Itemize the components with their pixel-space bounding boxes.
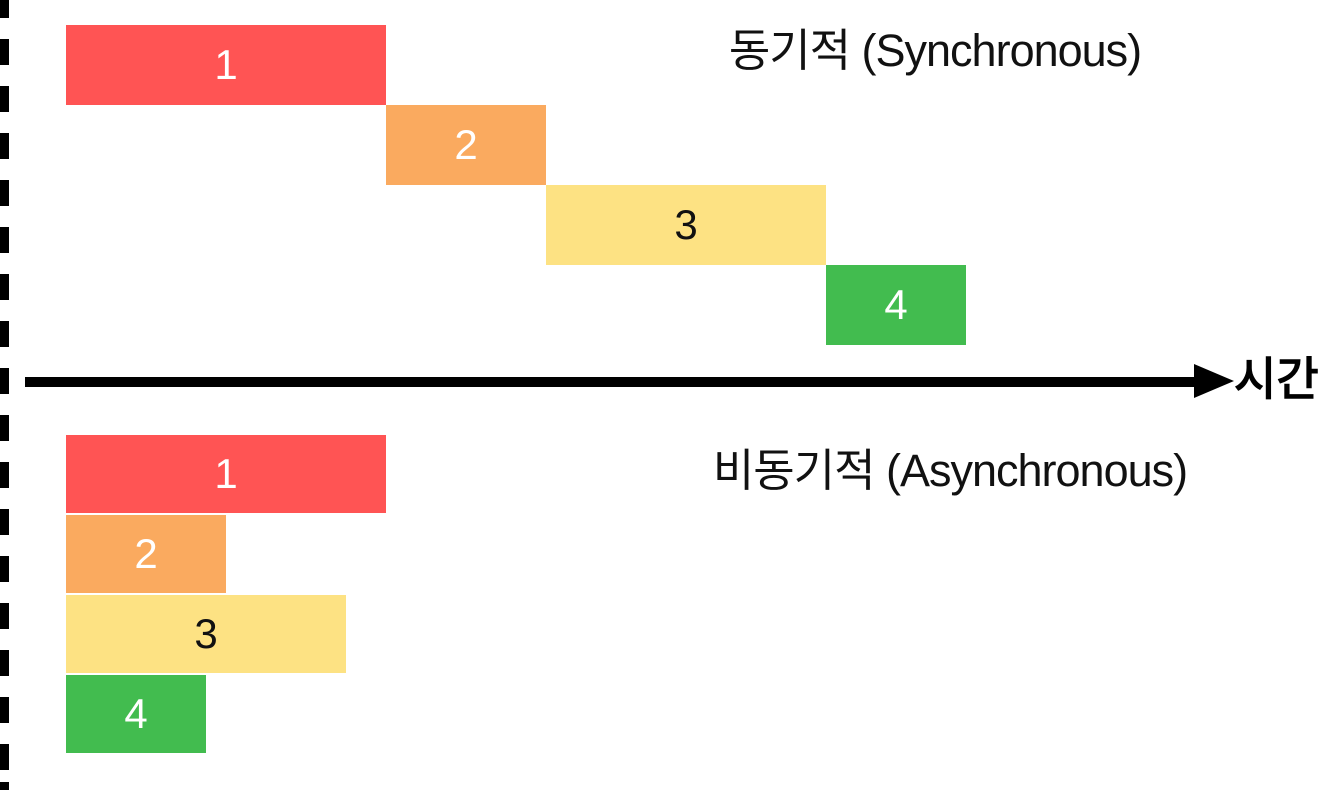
task-bar-async-2: 2 <box>66 515 226 593</box>
task-bar-label: 4 <box>124 690 148 737</box>
task-bar-label: 3 <box>194 610 218 657</box>
task-bar-sync-3: 3 <box>546 185 826 265</box>
task-bar-label: 2 <box>454 121 478 168</box>
task-bar-label: 2 <box>134 530 158 577</box>
task-bar-sync-2: 2 <box>386 105 546 185</box>
task-bar-sync-4: 4 <box>826 265 966 345</box>
task-bar-sync-1: 1 <box>66 25 386 105</box>
task-bar-label: 1 <box>214 41 238 88</box>
sync-section-title: 동기적 (Synchronous) <box>728 24 1142 76</box>
time-axis-line <box>25 377 1196 387</box>
task-bar-label: 3 <box>674 201 698 248</box>
task-bar-async-4: 4 <box>66 675 206 753</box>
time-axis-label: 시간 <box>1234 353 1319 405</box>
task-bar-async-3: 3 <box>66 595 346 673</box>
dashed-start-line <box>0 0 9 790</box>
task-bar-async-1: 1 <box>66 435 386 513</box>
async-section-title: 비동기적 (Asynchronous) <box>712 444 1188 496</box>
time-axis-arrowhead-icon <box>1194 364 1234 398</box>
task-bar-label: 1 <box>214 450 238 497</box>
task-bar-label: 4 <box>884 281 908 328</box>
